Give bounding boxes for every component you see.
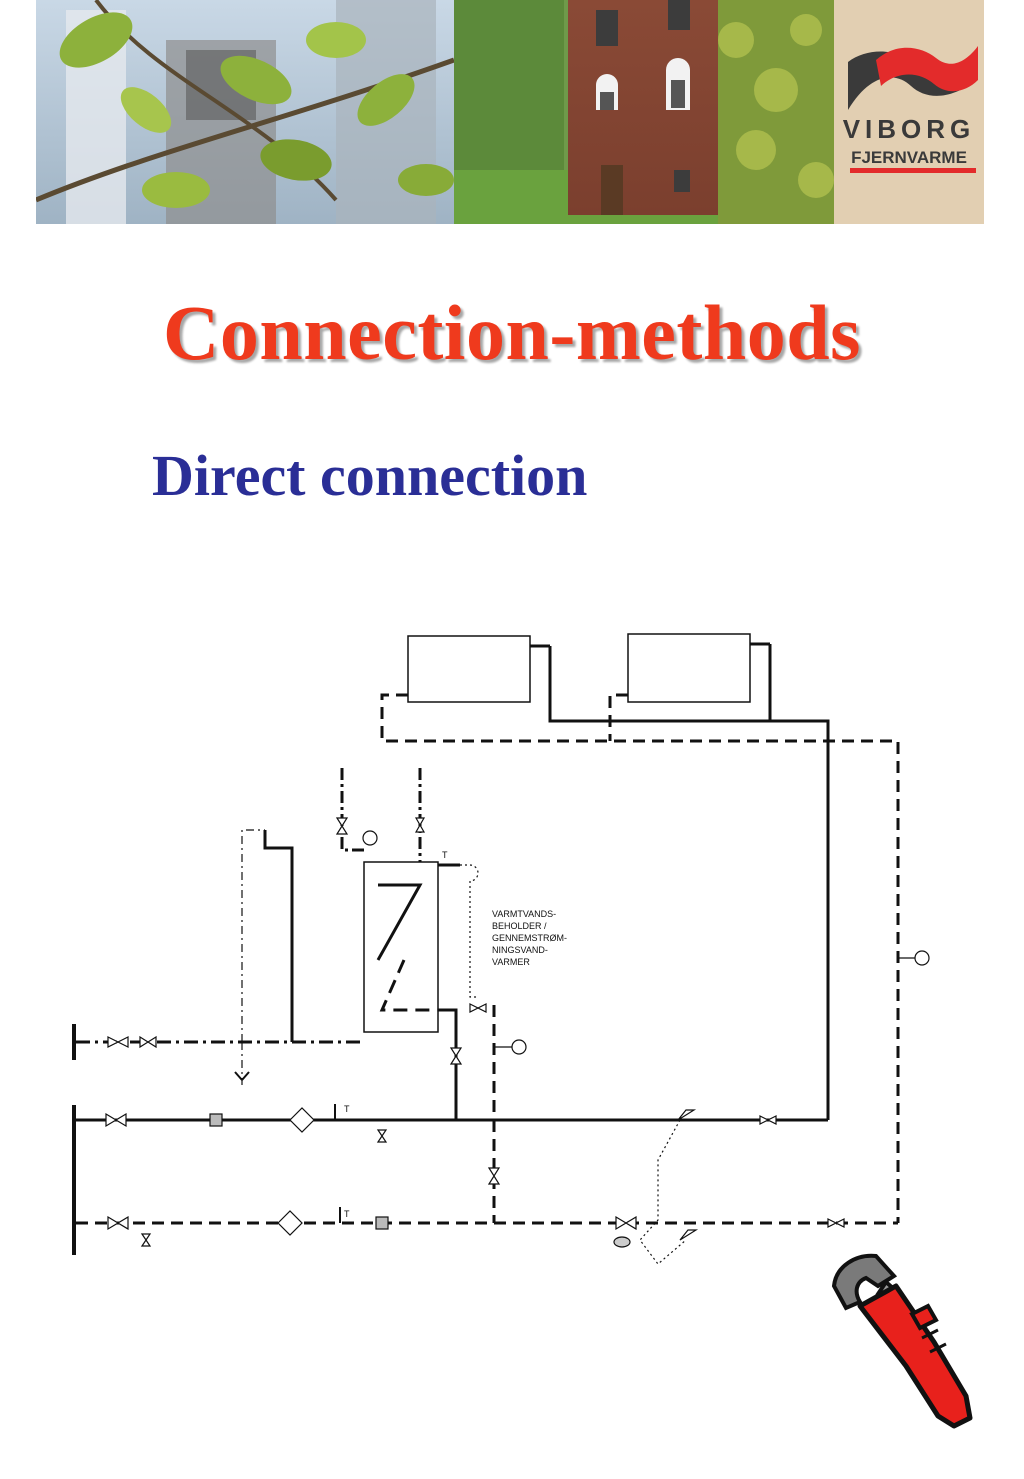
gauge-symbols: [362, 830, 930, 1248]
temp-label-supply: T: [344, 1104, 350, 1114]
leaves-photo: [36, 0, 455, 224]
viborg-logo: VIBORG FJERNVARME: [834, 0, 984, 224]
page-title: Connection-methods: [162, 289, 861, 376]
header-banner: VIBORG FJERNVARME: [36, 0, 984, 224]
hot-water-tank: [363, 861, 439, 1033]
direct-connection-diagram: T T T VARMTVANDS- BEHOLDER / GENNEMSTRØM…: [72, 633, 930, 1265]
valve-symbols: [105, 817, 845, 1247]
tank-label-line-4: NINGSVAND-: [492, 945, 548, 955]
logo-line2: FJERNVARME: [851, 148, 967, 167]
pipe-wrench-icon: [831, 1253, 973, 1429]
radiator-left: [407, 635, 531, 703]
tank-label-line-1: VARMTVANDS-: [492, 909, 556, 919]
tank-label-line-3: GENNEMSTRØM-: [492, 933, 567, 943]
page-subtitle: Direct connection: [152, 443, 588, 508]
check-valve-symbols: [677, 1109, 699, 1241]
temp-label-tank: T: [442, 850, 448, 860]
temp-label-return: T: [344, 1209, 350, 1219]
brick-building-photo: [454, 0, 834, 224]
strainer-symbols: [209, 1107, 389, 1236]
logo-line1: VIBORG: [843, 114, 976, 144]
radiator-right: [627, 633, 751, 703]
tank-label-line-2: BEHOLDER /: [492, 921, 547, 931]
tank-label-line-5: VARMER: [492, 957, 530, 967]
